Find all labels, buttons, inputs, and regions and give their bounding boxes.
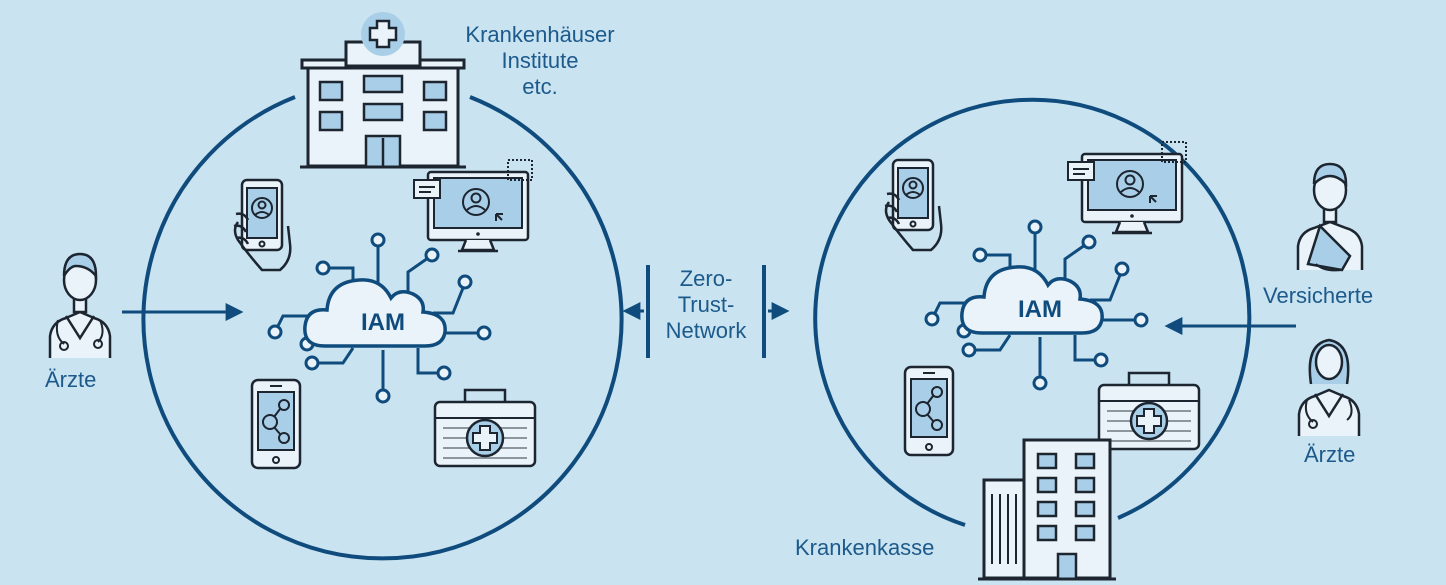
monitor-icon xyxy=(412,158,534,253)
doctors-left-label: Ärzte xyxy=(45,367,97,392)
smartphone-icon xyxy=(232,178,292,272)
doctor-icon xyxy=(48,252,112,360)
office-building-icon xyxy=(976,438,1118,581)
patient-icon xyxy=(1296,162,1364,272)
medical-kit-icon xyxy=(433,388,537,468)
insured-label: Versicherte xyxy=(1263,283,1374,308)
doctors-right-label: Ärzte xyxy=(1304,442,1356,467)
iam-right-label: IAM xyxy=(1018,296,1062,323)
smartphone-icon xyxy=(250,378,302,470)
monitor-icon xyxy=(1066,140,1188,235)
doctor-icon xyxy=(1297,338,1361,438)
iam-left-label: IAM xyxy=(361,309,405,336)
network-label: Zero- Trust- Network xyxy=(665,266,747,343)
hospitals-label: Krankenhäuser Institute etc. xyxy=(465,22,615,99)
right-domain-circle xyxy=(813,97,1252,527)
smartphone-icon xyxy=(903,365,955,457)
left-domain-circle xyxy=(141,95,624,561)
smartphone-icon xyxy=(883,158,943,252)
insurer-label: Krankenkasse xyxy=(795,535,935,560)
medical-kit-icon xyxy=(1097,371,1201,451)
